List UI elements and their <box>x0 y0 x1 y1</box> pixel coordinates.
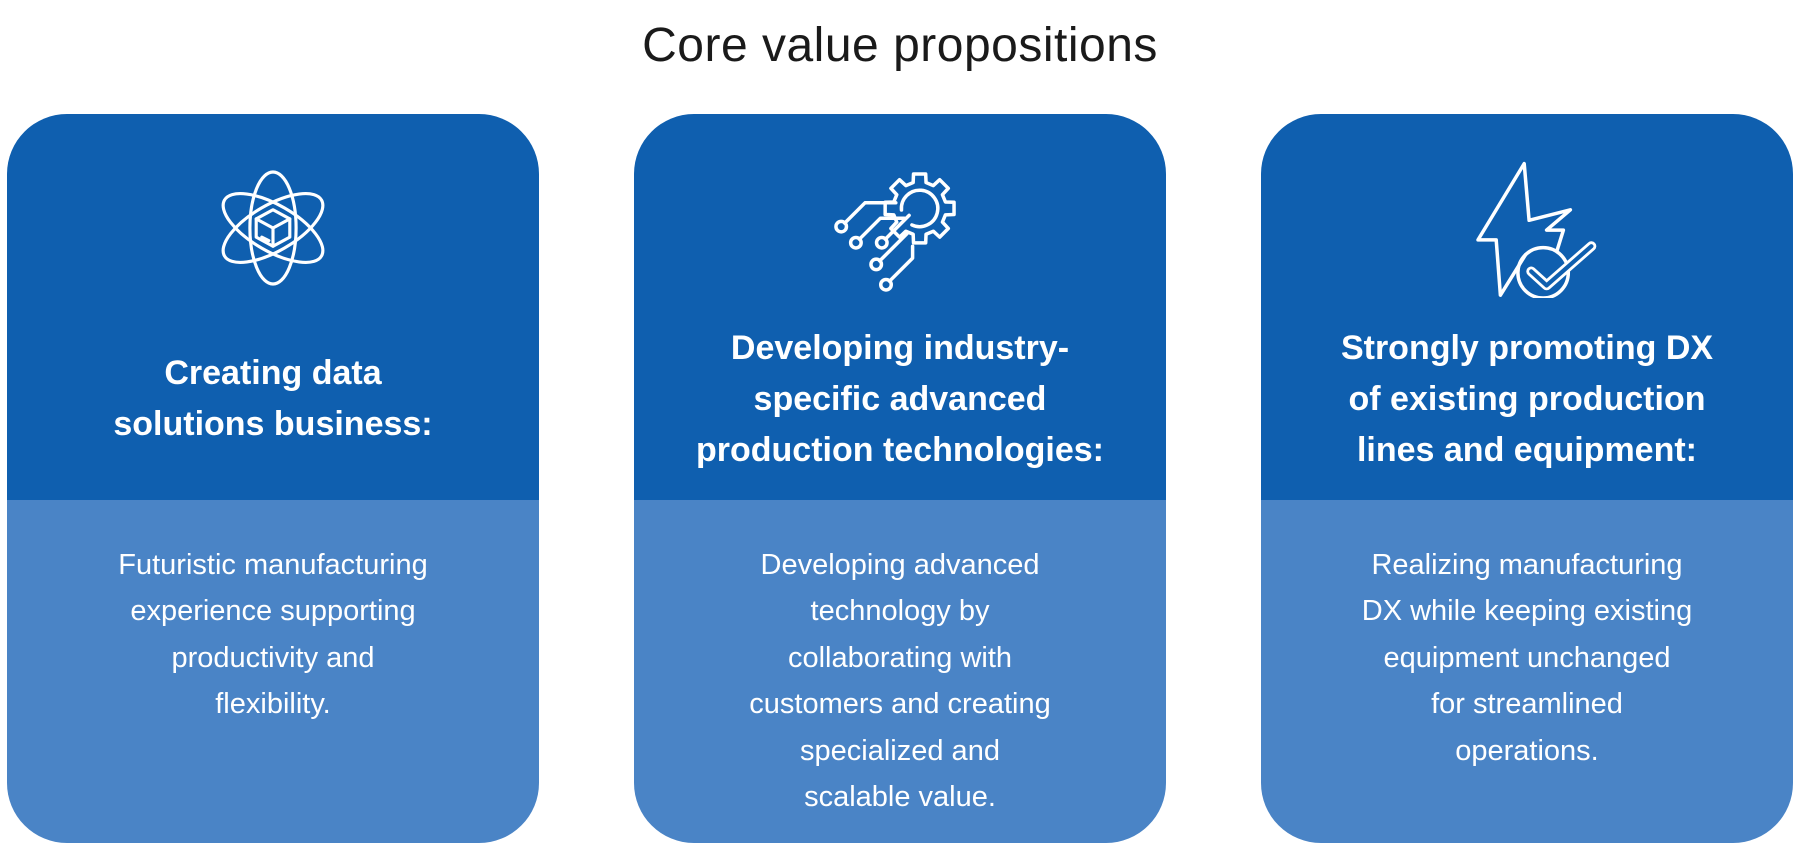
card-body-section: Futuristic manufacturing experience supp… <box>7 500 539 843</box>
value-card-production-tech: Developing industry- specific advanced p… <box>634 114 1166 843</box>
card-header-section: Creating data solutions business: <box>7 114 539 500</box>
card-title: Strongly promoting DX of existing produc… <box>1340 328 1714 469</box>
card-body-section: Realizing manufacturing DX while keeping… <box>1261 500 1793 843</box>
value-card-dx-promotion: Strongly promoting DX of existing produc… <box>1261 114 1793 843</box>
gear-circuit-icon <box>830 158 970 298</box>
atom-cube-icon <box>203 158 343 298</box>
value-card-data-solutions: Creating data solutions business: Futuri… <box>7 114 539 843</box>
card-header-section: Developing industry- specific advanced p… <box>634 114 1166 500</box>
lightning-check-icon <box>1457 158 1597 298</box>
card-title: Developing industry- specific advanced p… <box>696 328 1104 469</box>
card-header-section: Strongly promoting DX of existing produc… <box>1261 114 1793 500</box>
card-title: Creating data solutions business: <box>113 354 433 443</box>
page-title: Core value propositions <box>642 18 1158 72</box>
card-body-section: Developing advanced technology by collab… <box>634 500 1166 843</box>
cards-row: Creating data solutions business: Futuri… <box>0 114 1800 843</box>
